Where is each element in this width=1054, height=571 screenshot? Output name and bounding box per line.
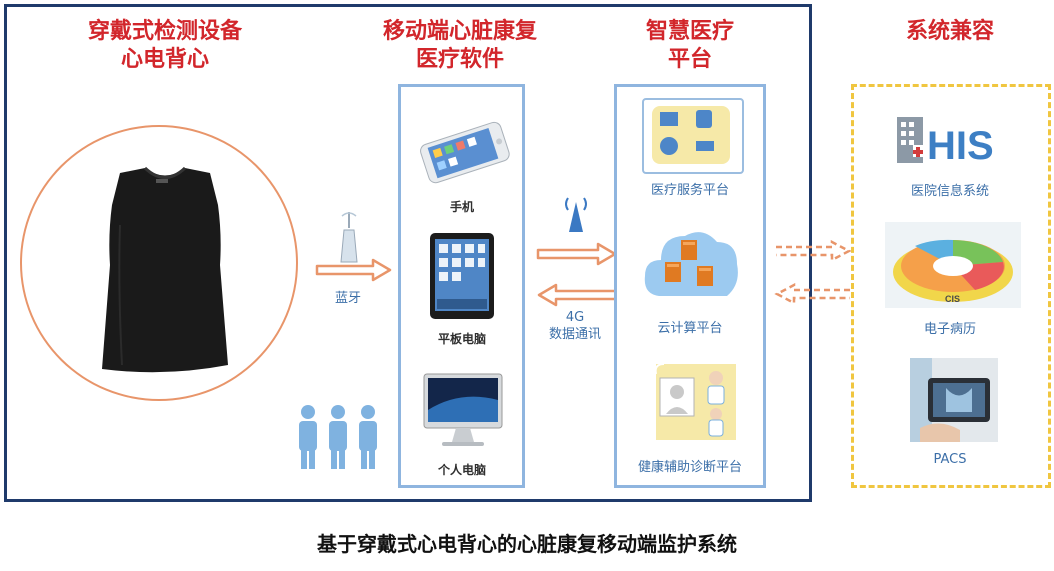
dashed-arrow-left-icon [774, 283, 850, 305]
platform-label-medical: 医疗服务平台 [650, 183, 729, 198]
diagnosis-assist-icon [654, 363, 736, 440]
dashed-arrow-right-icon [776, 240, 852, 262]
device-label-tablet: 平板电脑 [437, 332, 486, 346]
arrow-to-platform-icon [536, 242, 617, 266]
compat-panel [851, 84, 1051, 488]
network-label-line2: 数据通讯 [548, 327, 601, 342]
emr-logo-text: CIS [945, 294, 960, 304]
heading-mobile-line2: 医疗软件 [415, 47, 504, 72]
heading-platform-line1: 智慧医疗 [645, 19, 734, 44]
heading-wearable-line2: 心电背心 [120, 47, 209, 72]
network-label: 4G 数据通讯 [530, 309, 620, 343]
platform-label-cloud: 云计算平台 [657, 321, 723, 336]
network-label-line1: 4G [565, 310, 585, 325]
heading-platform: 智慧医疗 平台 [600, 18, 780, 74]
people-icon [299, 405, 377, 469]
phone-image [420, 121, 510, 184]
heading-wearable: 穿戴式检测设备 心电背心 [40, 18, 290, 74]
heading-wearable-line1: 穿戴式检测设备 [87, 19, 242, 44]
main-frame [4, 4, 812, 502]
device-label-desktop: 个人电脑 [437, 463, 486, 477]
signal-tower-icon [565, 197, 587, 232]
compat-label-his: 医院信息系统 [910, 184, 989, 199]
heading-platform-line2: 平台 [667, 47, 712, 72]
bluetooth-label: 蓝牙 [334, 291, 361, 306]
tablet-image [430, 233, 494, 319]
device-label-phone: 手机 [449, 200, 474, 214]
compat-label-pacs: PACS [933, 452, 967, 467]
platform-label-diagnosis: 健康辅助诊断平台 [637, 460, 742, 475]
figure-caption: 基于穿戴式心电背心的心脏康复移动端监护系统 [317, 532, 737, 556]
cloud-computing-icon [644, 232, 738, 296]
heading-mobile: 移动端心脏康复 医疗软件 [350, 18, 570, 74]
heading-mobile-line1: 移动端心脏康复 [382, 19, 537, 44]
medical-service-icon [652, 106, 730, 164]
compat-label-emr: 电子病历 [923, 322, 976, 337]
vest-image [102, 166, 228, 373]
desktop-image [423, 373, 503, 446]
arrow-to-mobile-icon [537, 283, 618, 307]
arrow-right-icon [315, 258, 392, 282]
his-logo: HIS [897, 117, 994, 167]
vest-circle [20, 125, 298, 401]
emr-chart-image: CIS [885, 222, 1021, 308]
his-logo-text: HIS [927, 124, 994, 167]
heading-compat: 系统兼容 [905, 19, 994, 44]
pacs-image [910, 358, 998, 442]
bluetooth-tower-icon [340, 212, 358, 263]
